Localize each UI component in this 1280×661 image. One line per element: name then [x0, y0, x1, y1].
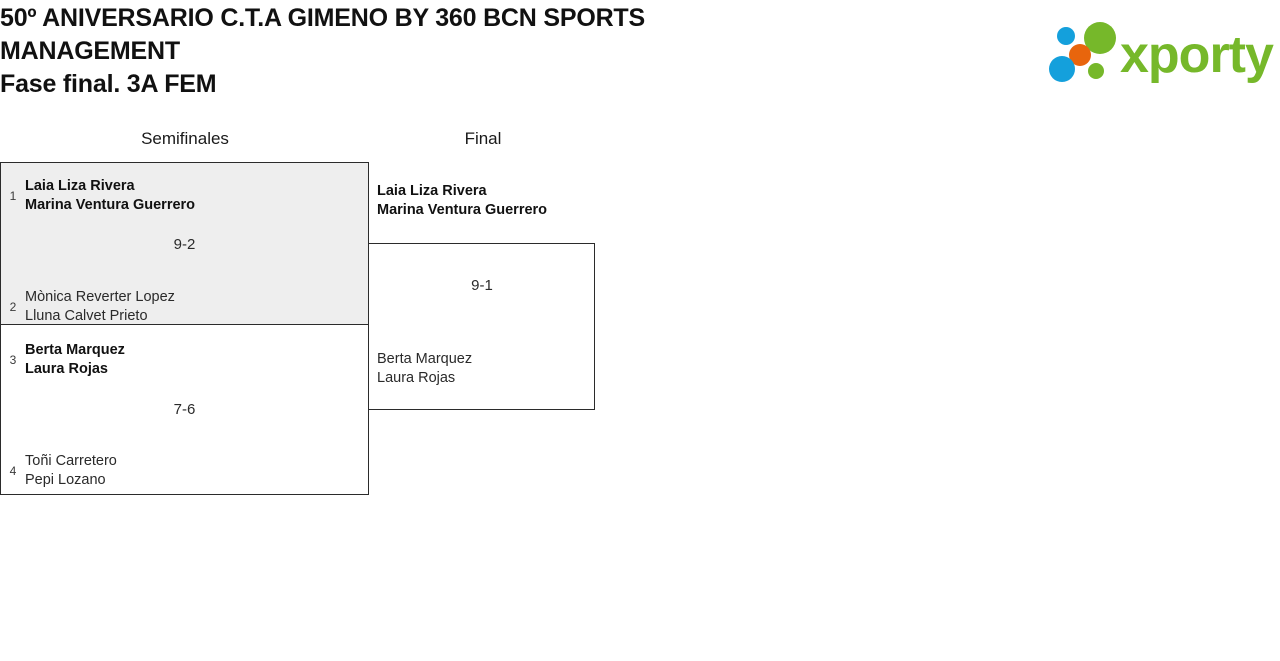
- player-name: Mònica Reverter Lopez: [25, 289, 175, 305]
- logo-dot-orange: [1069, 44, 1091, 66]
- logo-dot-green-small: [1088, 63, 1104, 79]
- logo-wordmark: xporty: [1120, 26, 1274, 84]
- team-seed: 2: [9, 300, 17, 314]
- match-score: 7-6: [173, 401, 196, 418]
- team-row[interactable]: 2 Mònica Reverter Lopez Lluna Calvet Pri…: [1, 286, 175, 328]
- logo-dot-green-large: [1084, 22, 1116, 54]
- xporty-logo[interactable]: xporty: [1048, 22, 1274, 84]
- team-row[interactable]: 3 Berta Marquez Laura Rojas: [1, 339, 125, 381]
- player-name: Marina Ventura Guerrero: [25, 197, 196, 213]
- player-name: Laia Liza Rivera: [377, 183, 487, 199]
- player-name: Berta Marquez: [25, 342, 125, 358]
- player-name: Lluna Calvet Prieto: [25, 308, 148, 324]
- team-seed: 3: [9, 353, 17, 367]
- round-header-final: Final: [464, 129, 502, 148]
- team-names: Toñi Carretero Pepi Lozano: [25, 452, 117, 490]
- phase-title: Fase final. 3A FEM: [0, 70, 217, 98]
- final-score: 9-1: [471, 277, 493, 294]
- match-semifinal-2[interactable]: 3 Berta Marquez Laura Rojas 7-6 4 Toñi C…: [0, 325, 369, 495]
- player-name: Laura Rojas: [377, 370, 456, 386]
- match-final[interactable]: [369, 243, 595, 410]
- final-team-bottom: Berta Marquez Laura Rojas: [377, 350, 472, 388]
- team-seed: 4: [9, 464, 17, 478]
- team-row[interactable]: 1 Laia Liza Rivera Marina Ventura Guerre…: [1, 175, 195, 217]
- page-header: 50º ANIVERSARIO C.T.A GIMENO BY 360 BCN …: [0, 0, 1280, 110]
- logo-dot-blue-large: [1049, 56, 1075, 82]
- team-row[interactable]: 4 Toñi Carretero Pepi Lozano: [1, 450, 117, 492]
- round-header-semifinals: Semifinales: [141, 129, 229, 148]
- xporty-logo-svg: xporty: [1049, 22, 1274, 84]
- player-name: Berta Marquez: [377, 351, 473, 367]
- final-team-top: Laia Liza Rivera Marina Ventura Guerrero: [377, 182, 547, 220]
- team-names: Mònica Reverter Lopez Lluna Calvet Priet…: [25, 288, 175, 326]
- player-name: Laia Liza Rivera: [25, 178, 135, 194]
- team-names: Berta Marquez Laura Rojas: [25, 341, 125, 379]
- title-block: 50º ANIVERSARIO C.T.A GIMENO BY 360 BCN …: [0, 2, 760, 101]
- player-name: Pepi Lozano: [25, 472, 106, 488]
- player-name: Marina Ventura Guerrero: [377, 202, 548, 218]
- team-names: Laia Liza Rivera Marina Ventura Guerrero: [25, 177, 195, 215]
- player-name: Laura Rojas: [25, 361, 108, 377]
- logo-dot-blue-small: [1057, 27, 1075, 45]
- player-name: Toñi Carretero: [25, 453, 117, 469]
- tournament-title: 50º ANIVERSARIO C.T.A GIMENO BY 360 BCN …: [0, 4, 645, 65]
- match-semifinal-1[interactable]: 1 Laia Liza Rivera Marina Ventura Guerre…: [0, 162, 369, 325]
- match-score: 9-2: [173, 236, 196, 253]
- team-seed: 1: [9, 189, 17, 203]
